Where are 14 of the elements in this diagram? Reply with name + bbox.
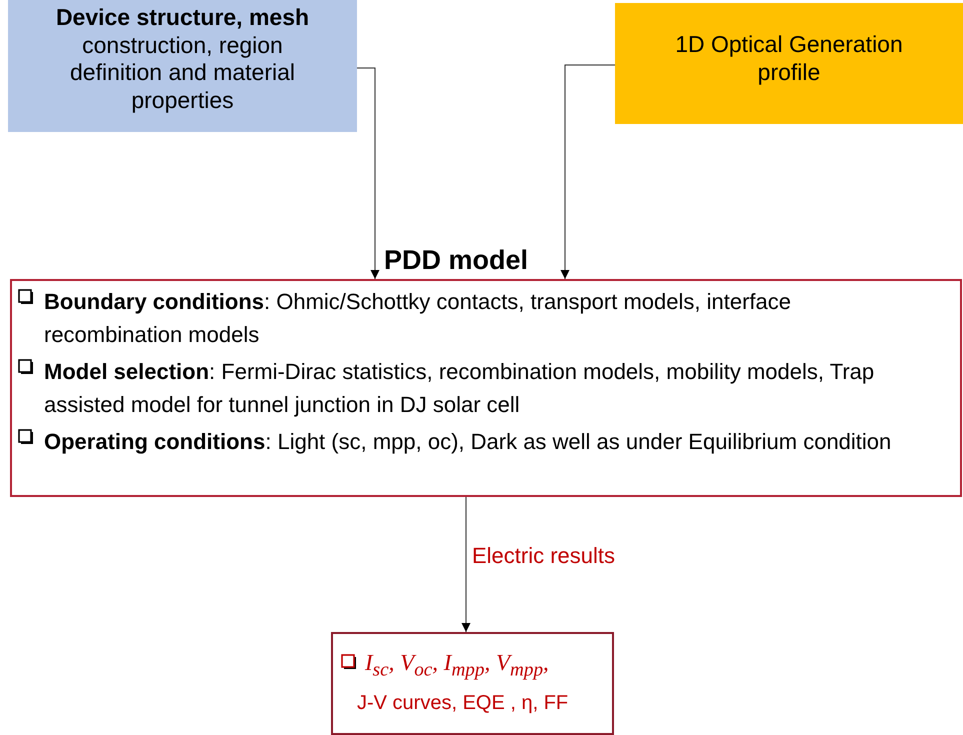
list-item: Model selection: Fermi-Dirac statistics, recombination models, mobility models, Trap assisted model for tunnel junction in DJ solar cell: [44, 358, 876, 419]
box-text: Device structure, mesh construction, region definition and material properties: [54, 4, 310, 114]
result-values: I$_{sc}$, V$_{oc}$, I$_{mpp}$, V$_{mpp}$,: [365, 650, 549, 682]
results-box: [331, 632, 614, 735]
process-box: [8, 0, 357, 132]
input-box: [615, 3, 963, 124]
arrow: [356, 68, 380, 280]
box-text: 1D Optical Generation profile: [674, 31, 904, 86]
result-text: J-V curves, EQE , η, FF: [357, 692, 568, 715]
list-item: Operating conditions: Light (sc, mpp, oc), Dark as well as under Equilibrium condition: [44, 428, 892, 456]
arrow: [560, 64, 616, 280]
arrow: [462, 496, 470, 632]
list-item: Boundary conditions: Ohmic/Schottky contacts, transport models, interface recombination models: [44, 288, 792, 349]
box-heading: PDD model: [384, 245, 528, 276]
